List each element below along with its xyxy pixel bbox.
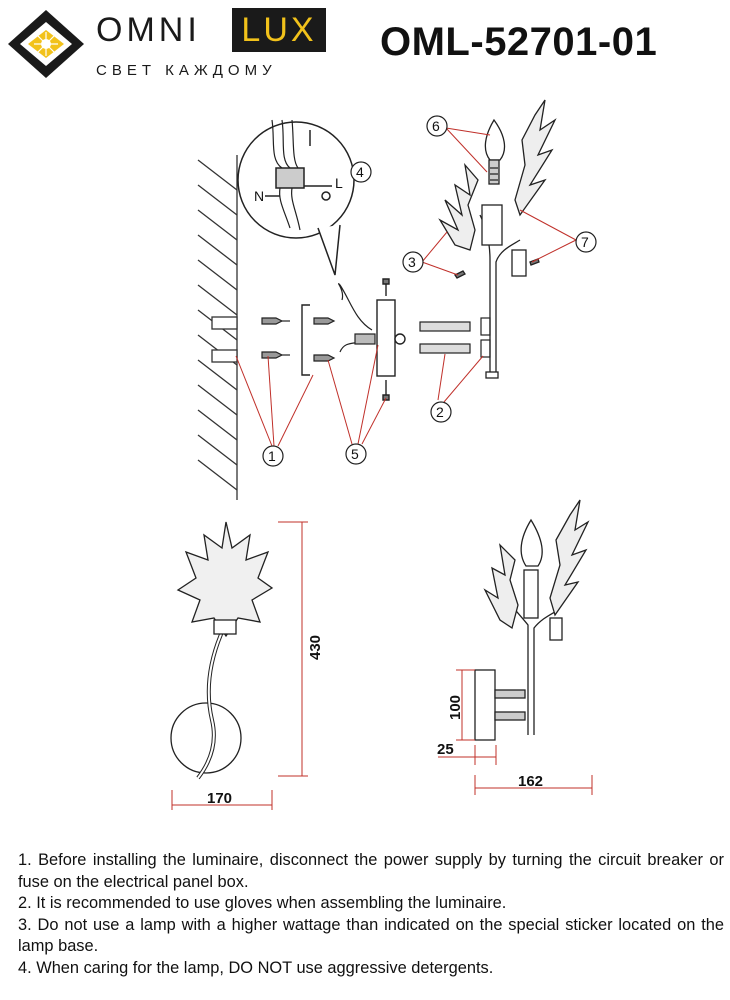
model-number: OML-52701-01 (380, 20, 658, 64)
leader-lines (235, 127, 577, 447)
mounting-bracket (301, 304, 310, 376)
note-item: 2. It is recommended to use gloves when … (18, 894, 507, 912)
svg-text:1: 1 (268, 448, 276, 464)
installation-notes: 1. Before installing the luminaire, disc… (18, 850, 724, 979)
wiring (338, 283, 376, 353)
callout-4: 4 (350, 161, 372, 183)
svg-text:3: 3 (408, 254, 416, 270)
svg-text:6: 6 (432, 118, 440, 134)
lamp-assembly (438, 99, 557, 379)
svg-text:5: 5 (351, 446, 359, 462)
brand-slogan: СВЕТ КАЖДОМУ (96, 62, 277, 79)
callout-1: 1 (262, 445, 284, 467)
brand-name-lux: LUX (241, 11, 317, 49)
base-plate (376, 278, 406, 401)
brand-lux-badge: LUX (232, 8, 326, 52)
wall-section (197, 155, 238, 500)
dimension-height: 430 (307, 635, 324, 660)
wire-label-neutral: N (254, 188, 264, 204)
wire-label-live: L (335, 175, 343, 191)
note-item: 1. Before installing the luminaire, disc… (18, 851, 724, 891)
callout-2: 2 (430, 401, 452, 423)
dimension-lines-front (171, 521, 308, 810)
front-view (170, 521, 274, 780)
side-view (474, 499, 590, 741)
header: OMNI LUX СВЕТ КАЖДОМУ OML-52701-01 (0, 0, 730, 90)
callout-3: 3 (402, 251, 424, 273)
callout-5: 5 (345, 443, 367, 465)
dimension-projection: 162 (518, 773, 543, 790)
dimension-width-front: 170 (207, 790, 232, 807)
dimension-plate-height: 100 (447, 695, 464, 720)
note-item: 3. Do not use a lamp with a higher watta… (18, 915, 724, 956)
wiring-detail-circle (237, 119, 355, 276)
note-item: 4. When caring for the lamp, DO NOT use … (18, 958, 494, 977)
dowel-screws (261, 317, 336, 362)
svg-text:4: 4 (356, 164, 364, 180)
svg-text:2: 2 (436, 404, 444, 420)
svg-text:7: 7 (581, 234, 589, 250)
fixing-rods (419, 317, 491, 358)
callout-7: 7 (575, 231, 597, 253)
assembly-diagram: N L 1 2 3 4 5 6 (170, 99, 597, 810)
callout-6: 6 (426, 115, 448, 137)
omnilux-logo-icon (8, 10, 84, 78)
dimension-lines-side (438, 669, 593, 795)
dimension-plate-depth: 25 (437, 741, 454, 758)
brand-name-omni: OMNI (96, 11, 201, 49)
